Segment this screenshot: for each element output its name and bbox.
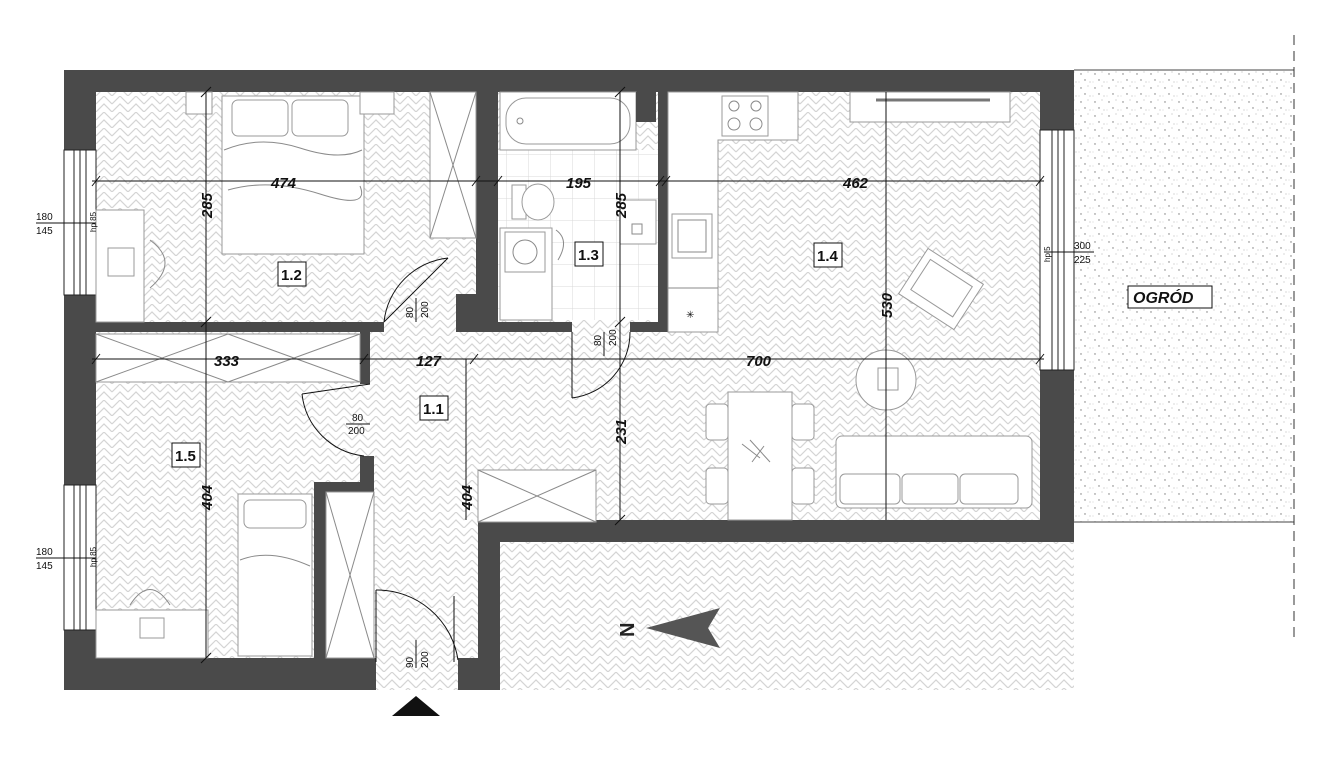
door-label-entrance: 90 200 <box>405 640 431 668</box>
svg-text:145: 145 <box>36 226 53 237</box>
dim-474: 474 <box>270 175 297 192</box>
svg-text:hp 85: hp 85 <box>89 211 98 232</box>
sink <box>619 199 657 245</box>
dim-285-bathroom: 285 <box>613 192 630 219</box>
svg-text:90: 90 <box>405 656 416 668</box>
door-label-bedroom-12: 80 200 <box>405 298 431 322</box>
desk-bedroom-12 <box>95 209 166 323</box>
svg-text:OGRÓD: OGRÓD <box>1133 288 1194 307</box>
svg-text:1.1: 1.1 <box>423 401 444 418</box>
toilet <box>511 183 555 221</box>
svg-text:1.4: 1.4 <box>817 248 839 265</box>
dim-231: 231 <box>613 419 630 445</box>
dim-530: 530 <box>879 292 896 318</box>
room-label-1-1: 1.1 <box>419 395 449 421</box>
svg-text:80: 80 <box>352 413 364 424</box>
desk-room-15 <box>95 589 209 659</box>
svg-text:145: 145 <box>36 561 53 572</box>
svg-text:1.5: 1.5 <box>175 448 196 465</box>
svg-text:hp 85: hp 85 <box>89 546 98 567</box>
room-label-1-5: 1.5 <box>171 442 201 468</box>
svg-text:✳: ✳ <box>686 310 694 321</box>
svg-text:200: 200 <box>420 301 431 318</box>
armchair <box>897 247 985 331</box>
dim-462: 462 <box>842 175 869 192</box>
svg-text:200: 200 <box>348 426 365 437</box>
wardrobe-bedroom-12 <box>429 91 477 239</box>
kitchen-counter: ✳ <box>667 91 799 333</box>
window-label-right: 300 225 hp 5 <box>1043 241 1094 266</box>
double-bed <box>221 95 365 255</box>
wardrobe-hall-lower <box>477 469 597 523</box>
window-right-balcony <box>1039 129 1075 371</box>
single-bed <box>237 493 313 657</box>
dim-285-bedroom: 285 <box>199 192 216 219</box>
svg-text:180: 180 <box>36 212 53 223</box>
svg-text:1.2: 1.2 <box>281 267 302 284</box>
door-label-bathroom-13: 80 200 <box>593 329 619 356</box>
dim-404-room15: 404 <box>199 484 216 511</box>
door-bedroom-12[interactable] <box>383 257 449 323</box>
bathtub <box>499 91 637 151</box>
svg-text:80: 80 <box>405 306 416 318</box>
svg-text:200: 200 <box>420 651 431 668</box>
wardrobe-hall-upper <box>95 333 361 383</box>
nightstand-left <box>185 91 213 115</box>
sofa <box>835 435 1033 509</box>
svg-text:200: 200 <box>608 329 619 346</box>
svg-text:180: 180 <box>36 547 53 558</box>
garden-area <box>1074 35 1295 640</box>
door-label-room-15: 80 200 <box>346 413 370 437</box>
svg-text:300: 300 <box>1074 241 1091 252</box>
entrance-door[interactable] <box>375 589 459 662</box>
north-compass: N <box>617 608 720 648</box>
room-label-1-2: 1.2 <box>277 261 307 287</box>
dim-700: 700 <box>746 353 772 370</box>
tv-cabinet <box>849 91 1011 123</box>
compass-letter: N <box>617 623 639 637</box>
svg-text:1.3: 1.3 <box>578 247 599 264</box>
svg-text:hp 5: hp 5 <box>1043 246 1052 262</box>
window-label-left-bottom: 180 145 hp 85 <box>36 546 98 572</box>
svg-text:80: 80 <box>593 334 604 346</box>
dim-333: 333 <box>214 353 240 370</box>
window-label-left-top: 180 145 hp 85 <box>36 211 98 237</box>
north-arrow-icon <box>646 608 720 648</box>
room-label-1-3: 1.3 <box>574 241 604 267</box>
washing-machine <box>499 227 564 321</box>
door-room-15[interactable] <box>301 383 371 457</box>
dim-404-hall: 404 <box>459 484 476 511</box>
wardrobe-entry <box>325 491 375 659</box>
garden-label: OGRÓD <box>1127 285 1213 309</box>
dimension-lines <box>91 86 1045 664</box>
nightstand-right <box>359 91 395 115</box>
entrance-arrow-icon <box>392 696 440 716</box>
door-bathroom-13[interactable] <box>571 331 631 399</box>
dim-127: 127 <box>416 353 442 370</box>
svg-text:225: 225 <box>1074 255 1091 266</box>
room-label-1-4: 1.4 <box>813 242 843 268</box>
dining-table <box>705 391 815 521</box>
dim-195: 195 <box>566 175 592 192</box>
